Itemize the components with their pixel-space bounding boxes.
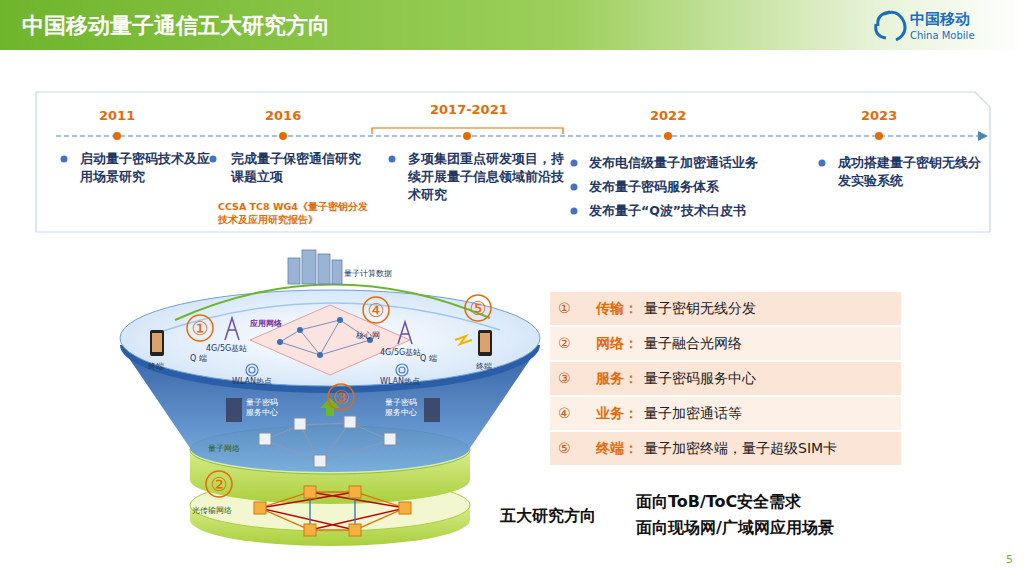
page-number: 5: [1006, 553, 1013, 566]
illustration-label: 终端: [476, 361, 492, 372]
row-heading: 服务：: [596, 370, 638, 388]
year: 2011: [99, 108, 135, 123]
timeline-item: 发布量子“Q波”技术白皮书: [589, 202, 746, 220]
table-row: ② 网络： 量子融合光网络: [550, 327, 901, 361]
illustration-label: 量子密码服务中心: [385, 398, 419, 418]
timeline-item: 成功搭建量子密钥无线分发实验系统: [838, 154, 983, 190]
row-number: ①: [558, 300, 571, 316]
timeline-item: 完成量子保密通信研究课题立项: [231, 150, 366, 186]
row-number: ②: [558, 335, 571, 351]
row-number: ③: [558, 370, 571, 386]
year: 2016: [265, 108, 301, 123]
illustration-label: 4G/5G基站: [380, 347, 421, 358]
logo-text: 中国移动: [910, 10, 970, 29]
summary-label: 五大研究方向: [500, 506, 596, 527]
illustration-label: Q 端: [190, 353, 207, 364]
callout-number: ⑤: [465, 298, 491, 318]
callout-number: ④: [363, 300, 389, 320]
year: 2023: [861, 108, 897, 123]
timeline-item: 发布量子密码服务体系: [589, 178, 719, 196]
row-number: ⑤: [558, 440, 571, 456]
illustration-label: 量子计算数据: [344, 268, 392, 279]
illustration-label: 4G/5G基站: [206, 343, 247, 354]
year: 2022: [650, 108, 686, 123]
logo-text: China Mobile: [910, 30, 975, 41]
timeline-item: 启动量子密码技术及应用场景研究: [80, 150, 210, 186]
table-row: ① 传输： 量子密钥无线分发: [550, 292, 901, 326]
page-title: 中国移动量子通信五大研究方向: [22, 11, 330, 41]
row-heading: 终端：: [596, 440, 638, 458]
illustration-label: 量子密码服务中心: [246, 398, 280, 418]
summary-label: 面向现场网/广域网应用场景: [636, 518, 834, 539]
illustration-label: 终端: [148, 361, 164, 372]
row-text: 量子加密通话等: [644, 405, 742, 423]
table-row: ③ 服务： 量子密码服务中心: [550, 362, 901, 396]
illustration-label: 核心网: [356, 330, 380, 341]
illustration-label: 光传输网络: [192, 505, 232, 516]
report-note: CCSA TC8 WG4《量子密钥分发技术及应用研究报告》: [218, 200, 368, 226]
row-text: 量子加密终端，量子超级SIM卡: [644, 440, 837, 458]
illustration-label: 量子网络: [208, 443, 240, 454]
row-number: ④: [558, 405, 571, 421]
illustration-label: 应用网络: [250, 318, 282, 329]
row-heading: 传输：: [596, 300, 638, 318]
illustration-label: WLAN热点: [380, 376, 420, 387]
callout-number: ①: [187, 318, 213, 338]
table-row: ⑤ 终端： 量子加密终端，量子超级SIM卡: [550, 432, 901, 466]
row-heading: 业务：: [596, 405, 638, 423]
illustration-label: Q 端: [420, 353, 437, 364]
timeline-item: 发布电信级量子加密通话业务: [589, 154, 758, 172]
summary-label: 面向ToB/ToC安全需求: [636, 492, 801, 513]
table-row: ④ 业务： 量子加密通话等: [550, 397, 901, 431]
callout-number: ③: [328, 387, 354, 407]
callout-number: ②: [206, 474, 232, 494]
year: 2017-2021: [430, 102, 508, 117]
timeline-item: 多项集团重点研发项目，持续开展量子信息领域前沿技术研究: [408, 150, 568, 204]
row-heading: 网络：: [596, 335, 638, 353]
row-text: 量子密钥无线分发: [644, 300, 756, 318]
illustration-label: WLAN热点: [232, 376, 272, 387]
row-text: 量子密码服务中心: [644, 370, 756, 388]
row-text: 量子融合光网络: [644, 335, 742, 353]
